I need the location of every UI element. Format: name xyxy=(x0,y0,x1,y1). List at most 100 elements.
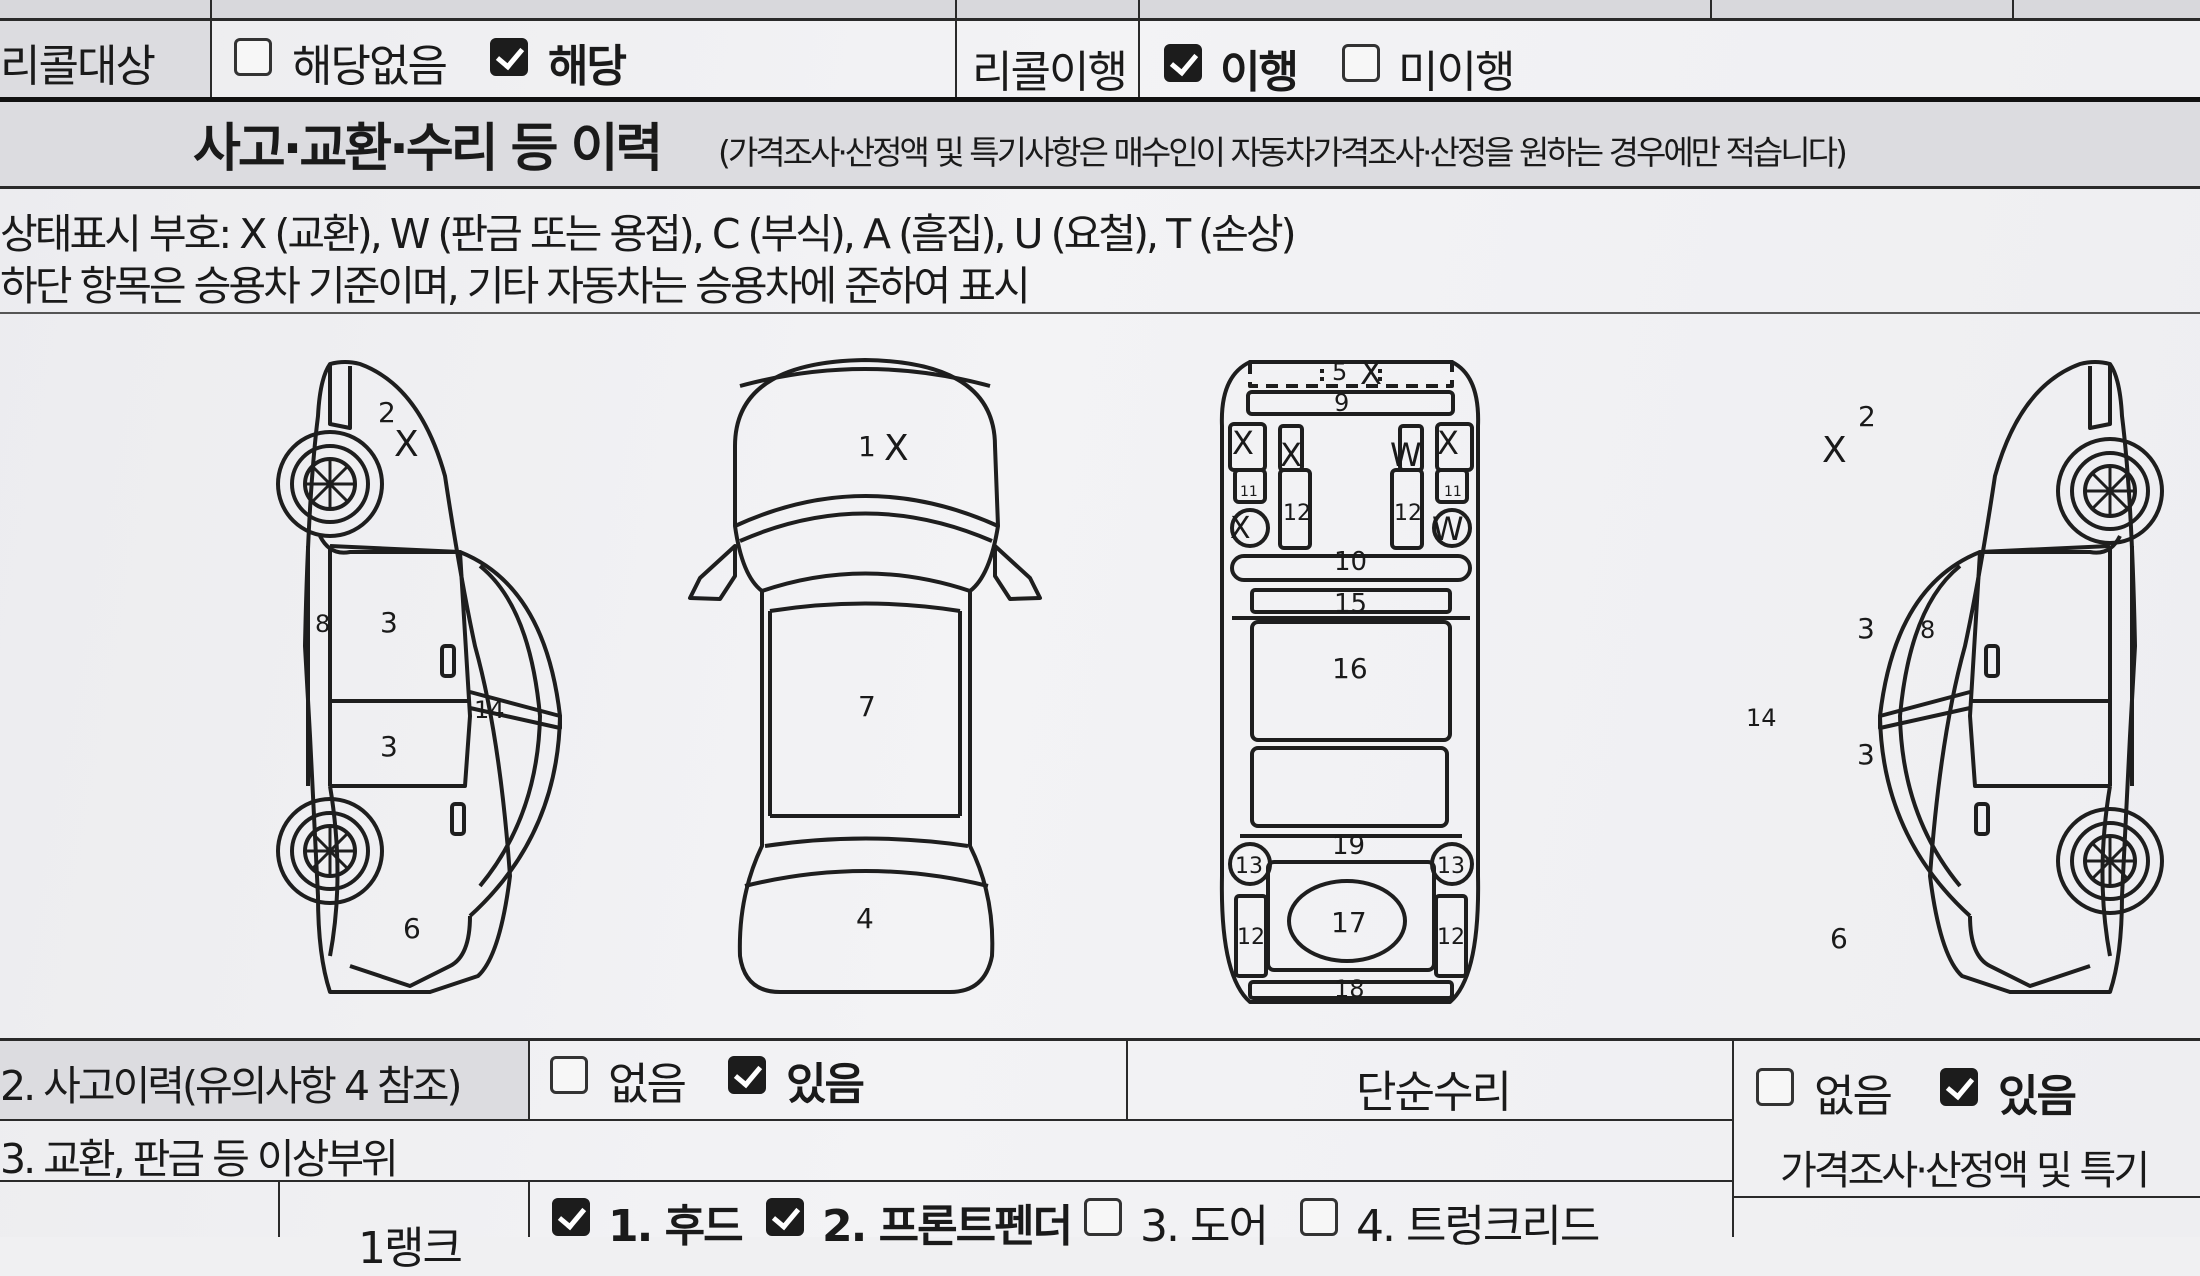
recall-label-cell xyxy=(0,21,210,99)
right-side-view xyxy=(1878,360,2164,994)
frame-part-16: 16 xyxy=(1332,652,1368,685)
right-mark-2: X xyxy=(1822,430,1847,471)
divider xyxy=(0,186,2200,189)
frame-mark-R2: X xyxy=(1437,424,1459,462)
divider xyxy=(210,0,212,99)
frame-part-13a: 13 xyxy=(1235,854,1263,879)
divider xyxy=(1732,1041,1734,1237)
divider xyxy=(0,1119,1732,1121)
left-part-14: 14 xyxy=(474,696,505,724)
divider xyxy=(1126,1041,1128,1119)
item-hood-label: 1. 후드 xyxy=(608,1201,744,1252)
top-row-remnant xyxy=(0,0,2200,18)
frame-part-18: 18 xyxy=(1334,975,1365,1003)
frame-part-12a: 12 xyxy=(1283,501,1311,526)
top-part-4: 4 xyxy=(856,902,874,935)
inspection-form-page: 리콜대상 해당없음 해당 리콜이행 이행 미이행 사고·교환·수리 등 이력 (… xyxy=(0,0,2200,1237)
divider xyxy=(0,18,2200,21)
simple-repair-none-label: 없음 xyxy=(1814,1071,1893,1122)
frame-part-11b: 11 xyxy=(1444,484,1462,500)
item-door-label: 3. 도어 xyxy=(1140,1201,1269,1252)
left-part-6: 6 xyxy=(403,912,421,945)
simple-repair-yes-label: 있음 xyxy=(1998,1071,2077,1122)
recall-not-applicable-checkbox[interactable] xyxy=(234,38,272,76)
frame-part-19: 19 xyxy=(1332,831,1365,861)
top-part-1: 1 xyxy=(858,430,876,463)
simple-repair-label: 단순수리 xyxy=(1356,1067,1512,1118)
frame-part-12b: 12 xyxy=(1394,501,1422,526)
recall-performed-checkbox[interactable] xyxy=(1164,44,1202,82)
recall-performed-label: 이행 xyxy=(1220,47,1299,98)
left-part-2: 2 xyxy=(378,396,396,429)
exchange-label: 3. 교환, 판금 등 이상부위 xyxy=(0,1135,399,1183)
simple-repair-none-checkbox[interactable] xyxy=(1756,1068,1794,1106)
accident-label-cell xyxy=(0,1041,528,1119)
right-part-2: 2 xyxy=(1858,400,1876,433)
left-part-8: 8 xyxy=(315,610,330,638)
frame-mark-L1: X xyxy=(1232,424,1254,462)
recall-not-applicable-label: 해당없음 xyxy=(292,41,448,92)
top-view xyxy=(688,358,1042,994)
car-diagrams: 2 X 8 3 3 14 6 1 X 7 4 5 X 9 X X X 11 12… xyxy=(276,354,2164,1004)
frame-mark-5: X xyxy=(1360,354,1382,392)
divider xyxy=(1138,0,1140,99)
right-part-3a: 3 xyxy=(1857,612,1875,645)
divider xyxy=(528,1180,530,1237)
section-top-border xyxy=(0,97,2200,102)
divider xyxy=(0,1180,1732,1182)
frame-part-12d: 12 xyxy=(1437,925,1465,950)
divider xyxy=(528,1041,530,1119)
right-part-3b: 3 xyxy=(1857,738,1875,771)
divider xyxy=(1734,1196,2200,1198)
divider xyxy=(1710,0,1712,20)
price-special-label: 가격조사·산정액 및 특기 xyxy=(1780,1148,2150,1194)
item-hood-checkbox[interactable] xyxy=(552,1198,590,1236)
accident-history-label: 2. 사고이력(유의사항 4 참조) xyxy=(0,1062,462,1110)
frame-part-9: 9 xyxy=(1334,389,1349,417)
right-part-8: 8 xyxy=(1920,616,1935,644)
section-title: 사고·교환·수리 등 이력 xyxy=(193,119,663,179)
legend-line-2: 하단 항목은 승용차 기준이며, 기타 자동차는 승용차에 준하여 표시 xyxy=(0,262,1031,310)
divider xyxy=(278,1180,280,1237)
frame-part-5: 5 xyxy=(1332,358,1347,386)
frame-mark-R3: W xyxy=(1432,510,1464,548)
rank-label: 1랭크 xyxy=(358,1223,463,1274)
left-part-3b: 3 xyxy=(380,730,398,763)
top-part-7: 7 xyxy=(858,690,876,723)
section-subtitle: (가격조사·산정액 및 특기사항은 매수인이 자동차가격조사·산정을 원하는 경… xyxy=(718,133,1848,172)
simple-repair-yes-checkbox[interactable] xyxy=(1940,1068,1978,1106)
left-mark-2: X xyxy=(394,424,419,465)
item-trunk-lid-checkbox[interactable] xyxy=(1300,1198,1338,1236)
accident-yes-checkbox[interactable] xyxy=(728,1056,766,1094)
recall-label: 리콜대상 xyxy=(0,41,156,92)
right-part-14: 14 xyxy=(1746,704,1777,732)
frame-part-12c: 12 xyxy=(1237,925,1265,950)
frame-mark-L2: X xyxy=(1280,436,1302,474)
legend-line-1: 상태표시 부호: X (교환), W (판금 또는 용접), C (부식), A… xyxy=(0,210,1297,258)
accident-yes-label: 있음 xyxy=(786,1059,865,1110)
item-door-checkbox[interactable] xyxy=(1084,1198,1122,1236)
accident-none-checkbox[interactable] xyxy=(550,1056,588,1094)
item-trunk-lid-label: 4. 트렁크리드 xyxy=(1356,1201,1600,1252)
recall-applicable-checkbox[interactable] xyxy=(490,38,528,76)
left-part-3a: 3 xyxy=(380,606,398,639)
recall-perform-label: 리콜이행 xyxy=(972,47,1128,98)
right-part-6: 6 xyxy=(1830,922,1848,955)
frame-mark-L3: X xyxy=(1230,511,1251,546)
frame-view xyxy=(1219,360,1481,1004)
frame-mark-R1: W xyxy=(1390,436,1422,474)
item-front-fender-label: 2. 프론트펜더 xyxy=(822,1201,1073,1252)
item-front-fender-checkbox[interactable] xyxy=(766,1198,804,1236)
left-side-view xyxy=(276,360,562,994)
section-title-band xyxy=(0,102,2200,186)
frame-part-17: 17 xyxy=(1331,906,1367,939)
frame-part-15: 15 xyxy=(1334,589,1367,619)
recall-applicable-label: 해당 xyxy=(548,41,627,92)
divider xyxy=(0,312,2200,314)
divider xyxy=(0,1038,2200,1041)
frame-part-11a: 11 xyxy=(1240,484,1258,500)
frame-part-10: 10 xyxy=(1334,547,1367,577)
recall-not-performed-checkbox[interactable] xyxy=(1342,44,1380,82)
divider xyxy=(955,0,957,99)
recall-not-performed-label: 미이행 xyxy=(1398,47,1515,98)
